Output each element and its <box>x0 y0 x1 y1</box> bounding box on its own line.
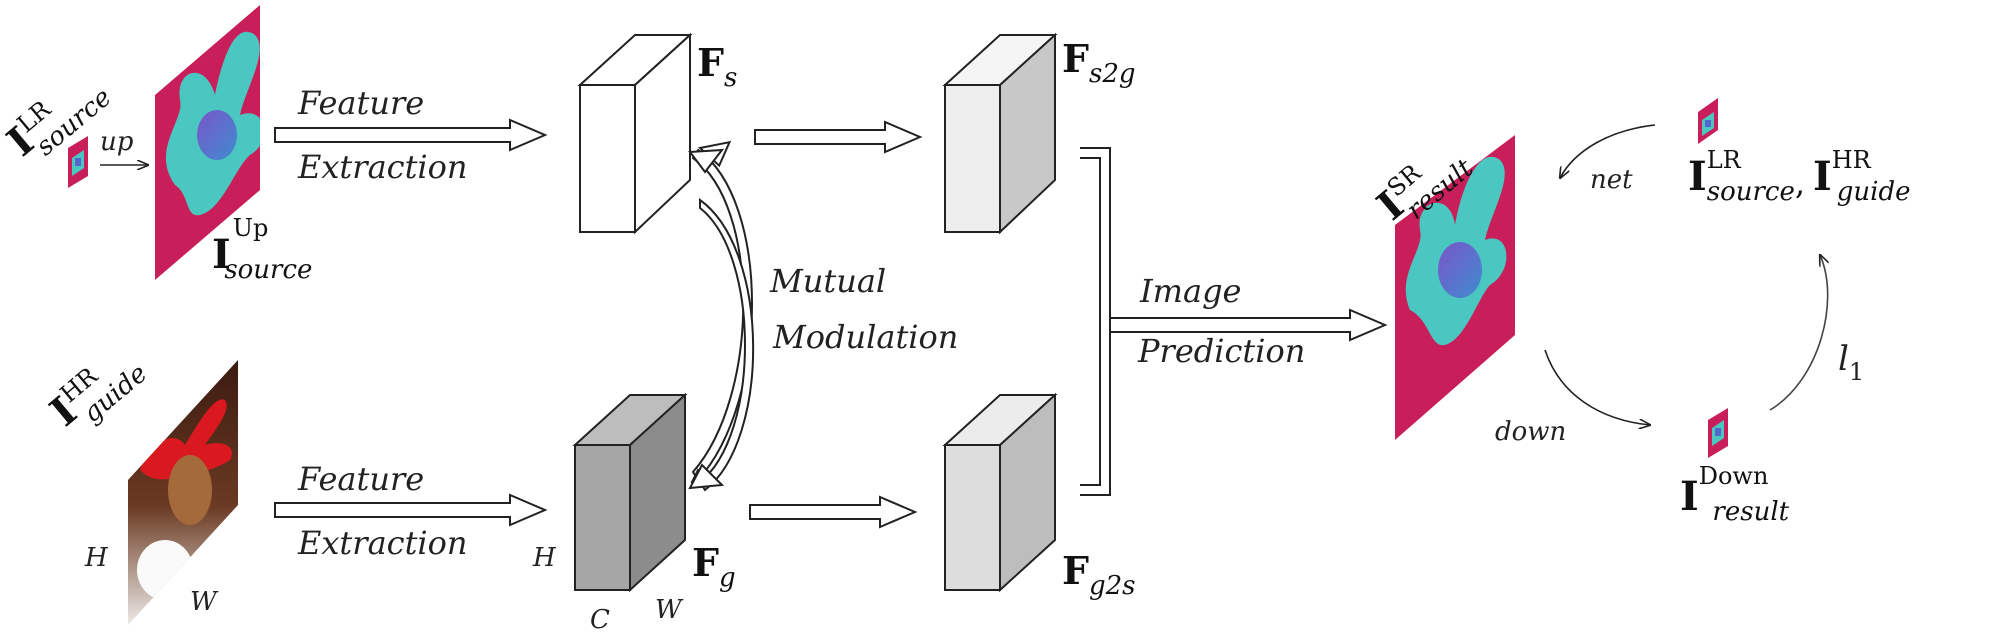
fg2s-label: Fg2s <box>1062 548 1136 601</box>
dim-c-cube: C <box>590 605 610 635</box>
feature-extraction-bottom-line1: Feature <box>297 460 424 498</box>
fg-label: Fg <box>692 540 736 593</box>
loss-label: l1 <box>1838 339 1864 386</box>
feature-cube-fs2g <box>942 32 1058 235</box>
source-up-image <box>155 5 260 280</box>
arrow-fs-to-fs2g <box>754 120 923 154</box>
net-label: net <box>1590 165 1633 195</box>
source-lr-thumbnail <box>68 136 88 188</box>
fs-label: Fs <box>697 40 737 93</box>
feature-extraction-bottom-line2: Extraction <box>297 524 468 562</box>
feature-cube-fg <box>572 392 688 593</box>
loss-arrow <box>1769 255 1828 411</box>
feature-extraction-arrow-bottom <box>274 493 548 527</box>
arrow-fg-to-fg2s <box>749 495 918 529</box>
mutual-modulation-arrow-heads <box>688 148 725 490</box>
feature-extraction-arrow-top <box>274 118 548 152</box>
dim-h-guide: H <box>84 543 109 573</box>
net-arrow <box>1560 124 1656 178</box>
dim-w-guide: W <box>190 587 219 617</box>
pair-thumbnail <box>1698 98 1718 144</box>
down-arrow <box>1544 349 1650 425</box>
image-prediction-arrow <box>1109 308 1388 342</box>
fs2g-label: Fs2g <box>1062 36 1136 89</box>
image-prediction-line1: Image <box>1139 272 1241 310</box>
dim-h-cube: H <box>532 543 557 573</box>
result-down-thumbnail <box>1708 408 1728 458</box>
mutual-modulation-line1: Mutual <box>769 262 886 300</box>
feature-extraction-top-line2: Extraction <box>297 148 468 186</box>
source-lr-label: ILRsource <box>0 60 117 174</box>
up-label: up <box>100 127 134 157</box>
guide-hr-label: IHRguide <box>41 336 154 444</box>
image-prediction-line2: Prediction <box>1137 332 1305 370</box>
feature-cube-fs <box>577 32 693 235</box>
feature-cube-fg2s <box>942 392 1058 593</box>
dim-w-cube: W <box>655 595 684 625</box>
mutual-modulation-line2: Modulation <box>772 318 958 356</box>
image-prediction-connector <box>1080 147 1111 496</box>
guide-hr-image <box>128 360 238 625</box>
down-label: down <box>1495 417 1566 447</box>
mutual-modulation-arrows <box>690 140 755 492</box>
feature-extraction-top-line1: Feature <box>297 84 424 122</box>
